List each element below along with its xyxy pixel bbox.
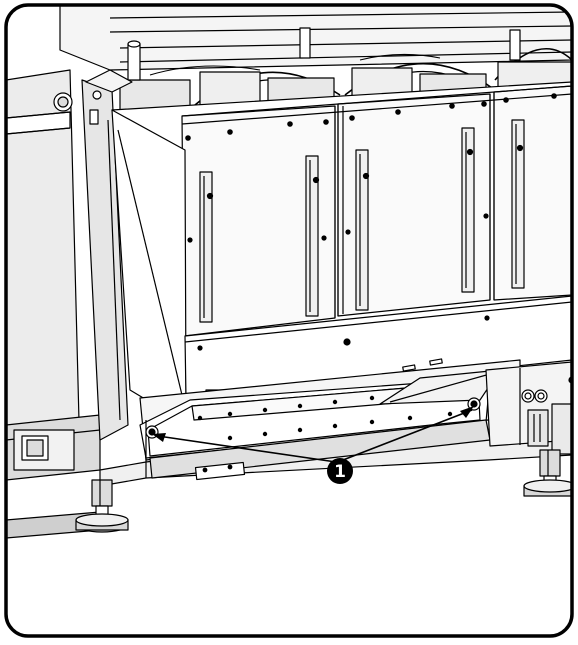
support-column: [81, 69, 133, 441]
arrowhead-right-icon: [460, 406, 474, 418]
foot-right: [523, 449, 572, 497]
callout-leaders: [157, 409, 473, 463]
front-sloped-panel: [111, 109, 572, 413]
callout-label: 1: [334, 462, 346, 482]
thumb-screw-right: [467, 397, 481, 411]
left-housing-panel: [6, 69, 101, 539]
port-ring-inner-icon: [57, 96, 69, 108]
right-connector-panel: [485, 361, 572, 460]
arrowhead-left-icon: [152, 433, 166, 442]
foot-left: [75, 479, 129, 533]
callout-badge-1: 1: [327, 458, 353, 484]
frame-border: [4, 3, 574, 638]
module-bay: [111, 81, 572, 341]
